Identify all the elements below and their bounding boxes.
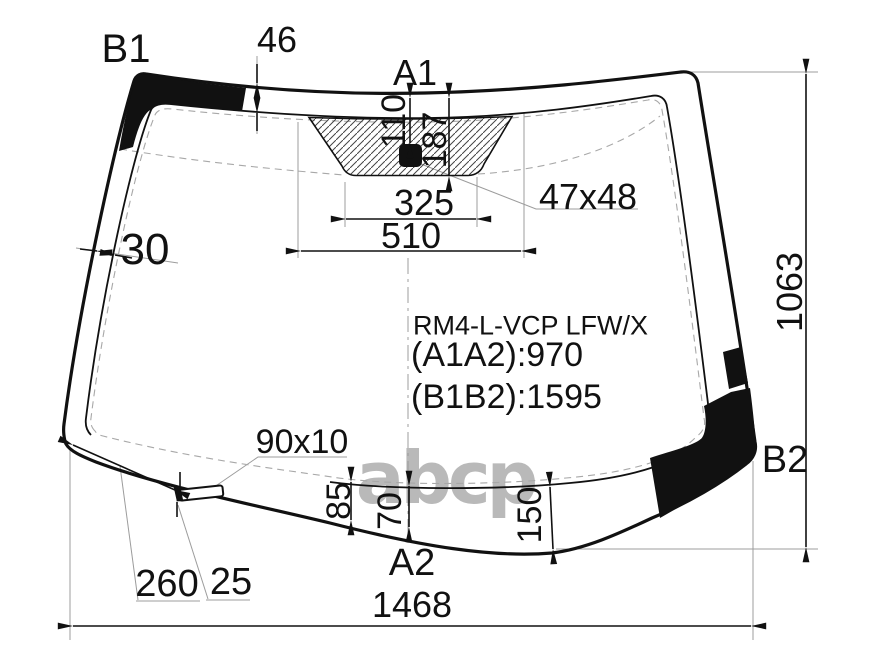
corner-label-b2: B2 [761,439,809,481]
corner-label-a1: A1 [392,52,438,93]
dim-text-325: 325 [393,182,455,223]
tint-patch-bottom-right [650,388,757,518]
dim-text-sensor-size: 47x48 [538,176,638,217]
tint-patch-right-edge [723,347,748,389]
glass-outer-outline [62,70,758,556]
dim-text-25: 25 [209,561,253,603]
dim-text-1468: 1468 [371,584,453,625]
watermark-logo: abcp [355,436,538,520]
dim-text-b1b2: (B1B2):1595 [411,378,602,416]
leader-sensor-size [420,163,638,210]
dim-text-70: 70 [371,492,409,530]
dim-text-slot-size: 90x10 [255,423,349,461]
dim-text-46: 46 [256,19,298,60]
dim-arrow-30-right [99,249,133,259]
dim-text-30: 30 [120,225,170,274]
tint-patch-top-left [119,74,246,151]
dim-text-110: 110 [375,93,413,149]
frit-band-line-left [119,148,345,176]
leader-slot-size [203,456,347,495]
dim-text-85: 85 [320,482,358,520]
dim-text-1063: 1063 [769,251,810,333]
corner-label-b1: B1 [101,27,151,71]
dim-text-150: 150 [511,486,549,544]
corner-label-a2: A2 [388,542,436,584]
dim-text-260: 260 [135,563,199,605]
trim-dashed-outline [90,99,706,485]
dim-text-a1a2: (A1A2):970 [411,336,583,374]
dim-arrow-30-left [79,248,113,257]
dim-text-510: 510 [380,215,442,256]
dimension-lines [57,58,810,630]
dim-text-187: 187 [416,111,454,169]
dim-line-150 [545,471,558,565]
dim-line-260 [57,435,191,500]
frit-band-line-right [477,115,661,175]
glass-inner-outline [84,94,712,490]
extension-lines [69,56,818,640]
part-code: RM4-L-VCP LFW/X [413,310,649,341]
leader-25 [177,504,209,600]
